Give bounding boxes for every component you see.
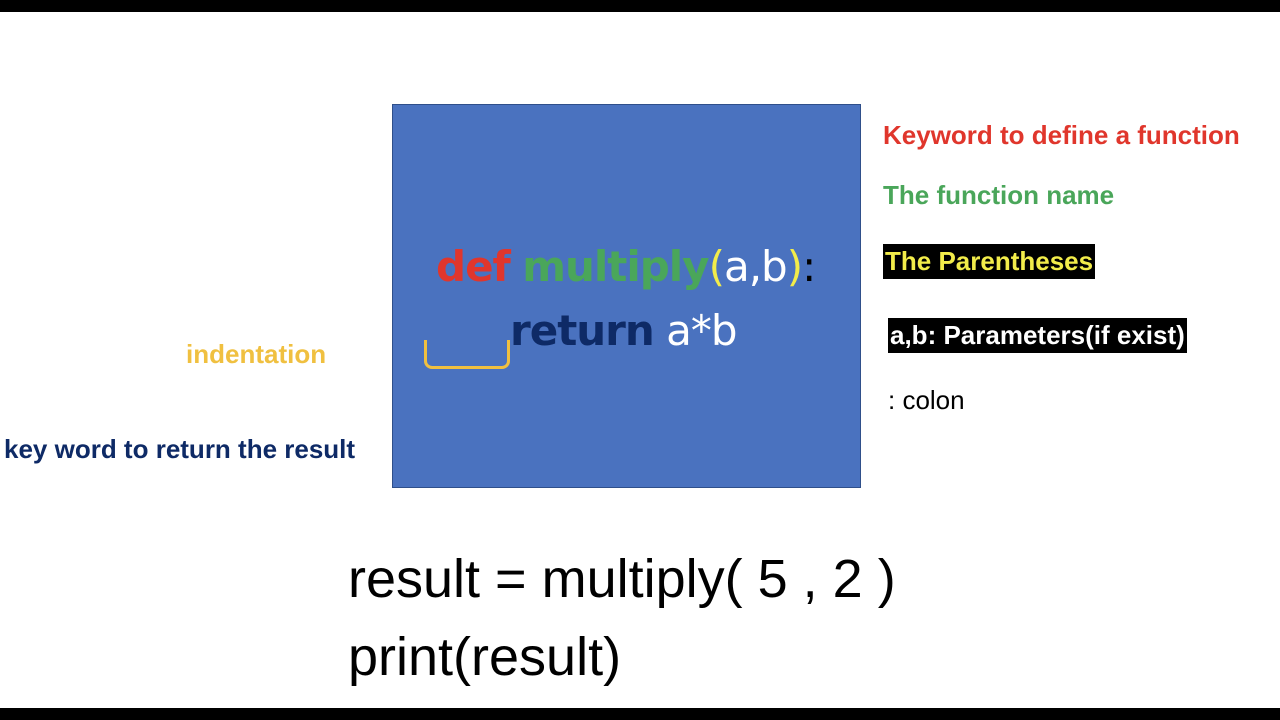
close-paren: ) [786,242,803,291]
colon: : [802,242,816,291]
function-definition-line: def multiply(a,b): [436,242,816,291]
annotation-indentation: indentation [186,339,327,369]
print-line: print(result) [348,627,622,687]
open-paren: ( [708,242,725,291]
return-expression: a*b [666,306,737,355]
annotation-parentheses: The Parentheses [883,244,1096,279]
function-call-line: result = multiply( 5 , 2 ) [348,549,896,609]
code-box [392,104,861,488]
def-keyword: def [436,242,511,291]
return-line: return a*b [510,306,738,355]
top-letterbox-bar [0,0,1280,12]
annotation-parameters: a,b: Parameters(if exist) [888,318,1187,353]
function-name: multiply [522,242,709,291]
bottom-letterbox-bar [0,708,1280,720]
annotation-def-keyword: Keyword to define a function [883,120,1240,150]
annotation-return-keyword: key word to return the result [4,434,356,464]
return-keyword: return [510,306,655,355]
indentation-bracket-icon [424,340,510,369]
annotation-function-name: The function name [883,180,1115,210]
annotation-colon: : colon [888,385,965,415]
parameters: a,b [723,242,788,291]
